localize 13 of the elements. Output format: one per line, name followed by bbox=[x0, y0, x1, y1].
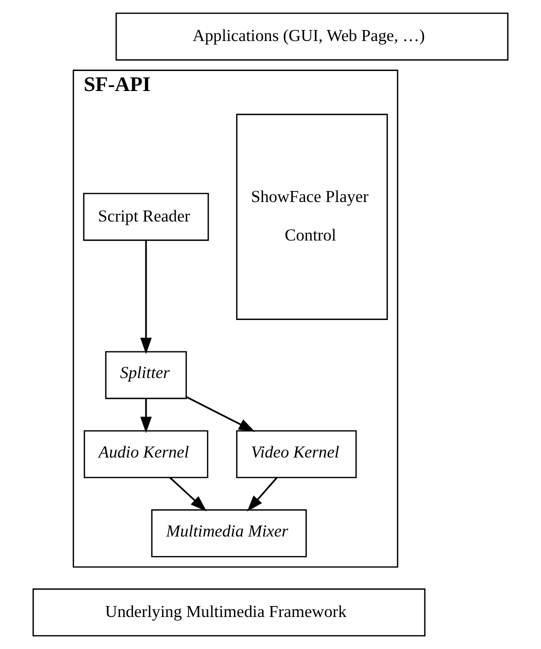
arrow bbox=[140, 240, 152, 354]
node-box: Video Kernel bbox=[236, 430, 357, 478]
node-box: Script Reader bbox=[83, 192, 209, 241]
node-box: Audio Kernel bbox=[84, 430, 208, 478]
node-box: Splitter bbox=[105, 351, 187, 400]
node-box: Applications (GUI, Web Page, …) bbox=[116, 12, 508, 61]
node-box: Underlying Multimedia Framework bbox=[32, 588, 426, 636]
node-box: Multimedia Mixer bbox=[151, 509, 307, 558]
arrow bbox=[140, 398, 152, 434]
arrow bbox=[247, 477, 278, 512]
arrow bbox=[186, 396, 256, 432]
node-box: ShowFace Player Control bbox=[236, 114, 388, 320]
arrow bbox=[169, 477, 207, 512]
